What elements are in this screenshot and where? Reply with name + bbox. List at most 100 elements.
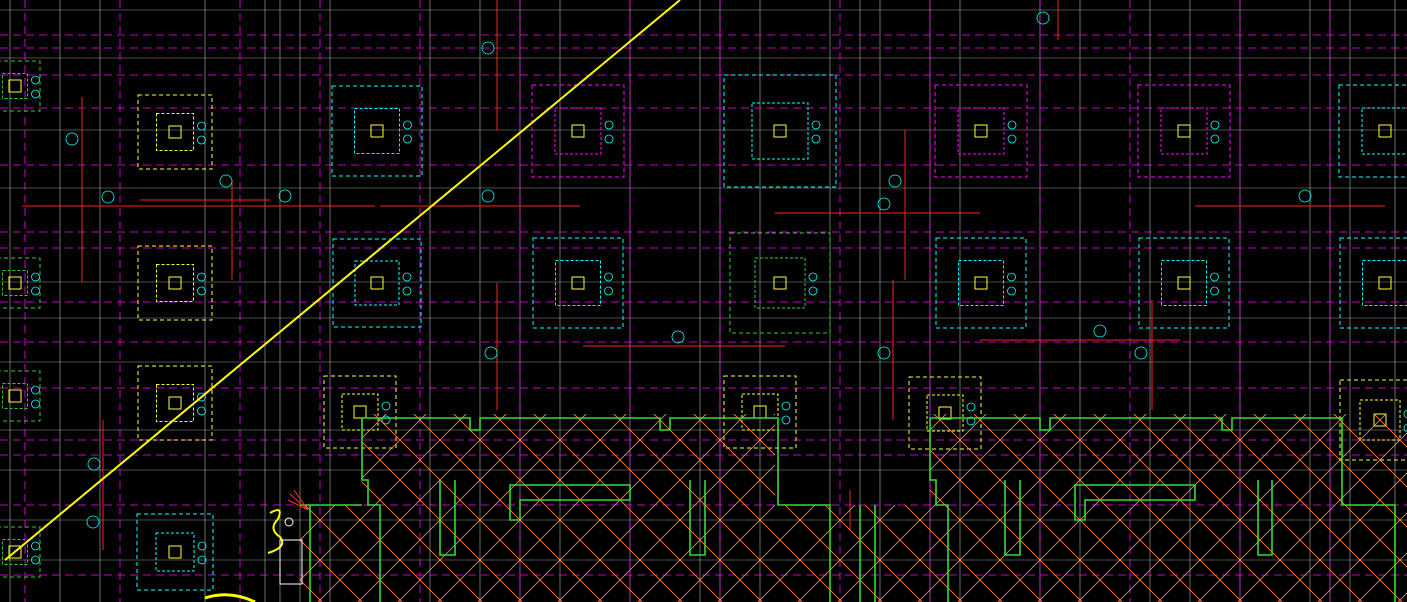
column-square xyxy=(773,276,787,290)
circle-tag-icon xyxy=(31,555,40,565)
column-square xyxy=(168,545,182,559)
circle-tag-icon xyxy=(197,555,207,565)
circle-tag-icon xyxy=(1007,272,1016,282)
footing-outline xyxy=(723,375,797,449)
footing-outline xyxy=(137,245,213,321)
square-footing-icon xyxy=(532,237,624,329)
circle-tag-icon xyxy=(808,286,818,296)
wall-outline xyxy=(1257,480,1273,556)
circle-tag-icon xyxy=(31,385,40,395)
circle-tag-icon xyxy=(1007,286,1016,296)
footing-blocks[interactable] xyxy=(0,60,1407,591)
square-footing-icon xyxy=(729,232,831,334)
circle-tag-icon xyxy=(402,286,412,296)
footing-inner xyxy=(341,393,379,431)
square-footing-icon xyxy=(332,238,422,328)
circle-tag-icon xyxy=(1210,120,1220,130)
circle-tag-icon xyxy=(197,392,206,402)
circle-tag-icon xyxy=(31,541,40,551)
circle-tag-icon xyxy=(877,197,891,211)
footing-outline xyxy=(908,376,982,450)
circle-tag-icon xyxy=(197,121,206,131)
column-square xyxy=(1177,124,1191,138)
circle-tag-icon xyxy=(31,286,40,296)
circle-tag-icon xyxy=(1298,189,1312,203)
column-square xyxy=(353,405,367,419)
circle-tag-icon xyxy=(381,401,391,411)
wall-outline xyxy=(930,417,1396,602)
footing-inner xyxy=(555,260,601,306)
circle-tag-icon xyxy=(219,174,233,188)
column-square xyxy=(168,125,182,139)
circle-tag-icon xyxy=(1036,11,1050,25)
square-footing-icon xyxy=(137,245,213,321)
footing-outline xyxy=(331,85,423,177)
square-footing-icon xyxy=(0,60,41,112)
column-square xyxy=(1177,276,1191,290)
column-square xyxy=(773,124,787,138)
column-square xyxy=(8,79,22,93)
circle-tag-icon xyxy=(101,190,115,204)
footing-inner xyxy=(354,108,400,154)
square-footing-icon xyxy=(1338,84,1407,178)
circle-tag-icon xyxy=(87,457,101,471)
north-arrow-icon xyxy=(267,489,309,585)
square-footing-icon xyxy=(934,84,1028,178)
circle-tag-icon xyxy=(966,402,976,412)
footing-outline xyxy=(323,375,397,449)
circle-tag-icon xyxy=(481,189,495,203)
diagonal-reference-line xyxy=(4,0,681,561)
circle-tag-icon xyxy=(31,399,40,409)
circle-tag-icon xyxy=(1093,324,1107,338)
footing-outline xyxy=(0,370,41,422)
circle-tag-icon xyxy=(811,134,821,144)
footing-inner xyxy=(1362,260,1407,306)
circle-tag-icon xyxy=(1210,134,1220,144)
column-square xyxy=(370,276,384,290)
square-footing-icon xyxy=(0,370,41,422)
circle-tag-icon xyxy=(671,330,685,344)
wall-outline xyxy=(509,484,631,521)
circle-tag-icon xyxy=(86,515,100,529)
footing-outline xyxy=(0,60,41,112)
column-square xyxy=(168,396,182,410)
footing-inner xyxy=(754,257,806,309)
square-footing-icon xyxy=(1339,237,1407,329)
circle-tag-icon xyxy=(197,406,206,416)
square-footing-icon xyxy=(323,375,397,449)
column-square xyxy=(571,124,585,138)
circle-tag-icon xyxy=(197,286,206,296)
circle-tag-icon xyxy=(1210,286,1219,296)
circle-tag-icon xyxy=(31,89,40,99)
circle-tag-icon xyxy=(811,120,821,130)
square-footing-icon xyxy=(723,74,837,188)
column-square xyxy=(370,124,384,138)
column-square xyxy=(168,276,182,290)
footing-inner xyxy=(354,260,400,306)
footing-outline xyxy=(729,232,831,334)
footing-outline xyxy=(1137,84,1231,178)
wall-outline xyxy=(929,418,949,602)
footing-outline xyxy=(137,365,213,441)
square-footing-icon xyxy=(0,526,41,578)
column-square xyxy=(1378,124,1392,138)
footing-outline xyxy=(137,94,213,170)
footing-inner xyxy=(1160,107,1208,155)
circle-tag-icon xyxy=(403,120,412,130)
circle-tag-icon xyxy=(197,272,206,282)
footing-inner xyxy=(156,113,194,151)
footing-inner xyxy=(2,539,28,565)
circle-tag-icon xyxy=(197,541,207,551)
footing-outline xyxy=(0,257,41,309)
footing-outline xyxy=(532,237,624,329)
square-footing-icon xyxy=(331,85,423,177)
footing-outline xyxy=(1339,237,1407,329)
circle-tag-icon xyxy=(877,346,891,360)
wall-outline xyxy=(362,417,831,602)
wall-outline xyxy=(300,504,362,602)
footing-outline xyxy=(136,513,214,591)
wall-outline xyxy=(361,418,381,602)
circle-tag-icon xyxy=(604,272,613,282)
square-footing-icon xyxy=(1138,237,1230,329)
